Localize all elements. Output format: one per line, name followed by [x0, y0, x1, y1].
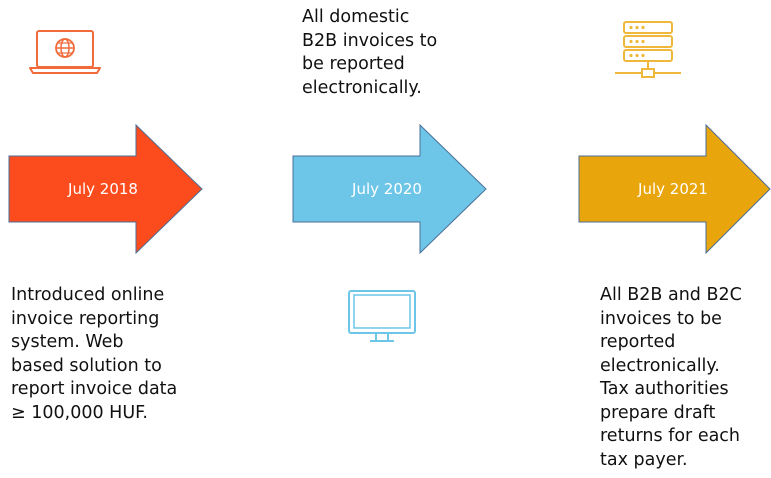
- timeline-arrow-july-2021: July 2021: [578, 124, 771, 254]
- milestone-date: July 2020: [352, 180, 422, 198]
- laptop-globe-icon: [28, 28, 102, 80]
- monitor-icon: [346, 289, 418, 351]
- milestone-description-2021: All B2B and B2C invoices to be reported …: [600, 285, 742, 470]
- milestone-description-2020: All domestic B2B invoices to be reported…: [302, 7, 438, 98]
- milestone-date: July 2021: [638, 180, 708, 198]
- timeline-arrow-july-2020: July 2020: [292, 124, 500, 254]
- milestone-date: July 2018: [68, 180, 138, 198]
- milestone-description-2018: Introduced online invoice reporting syst…: [11, 285, 178, 423]
- server-network-icon: [613, 20, 683, 86]
- timeline-arrow-july-2018: July 2018: [8, 124, 216, 254]
